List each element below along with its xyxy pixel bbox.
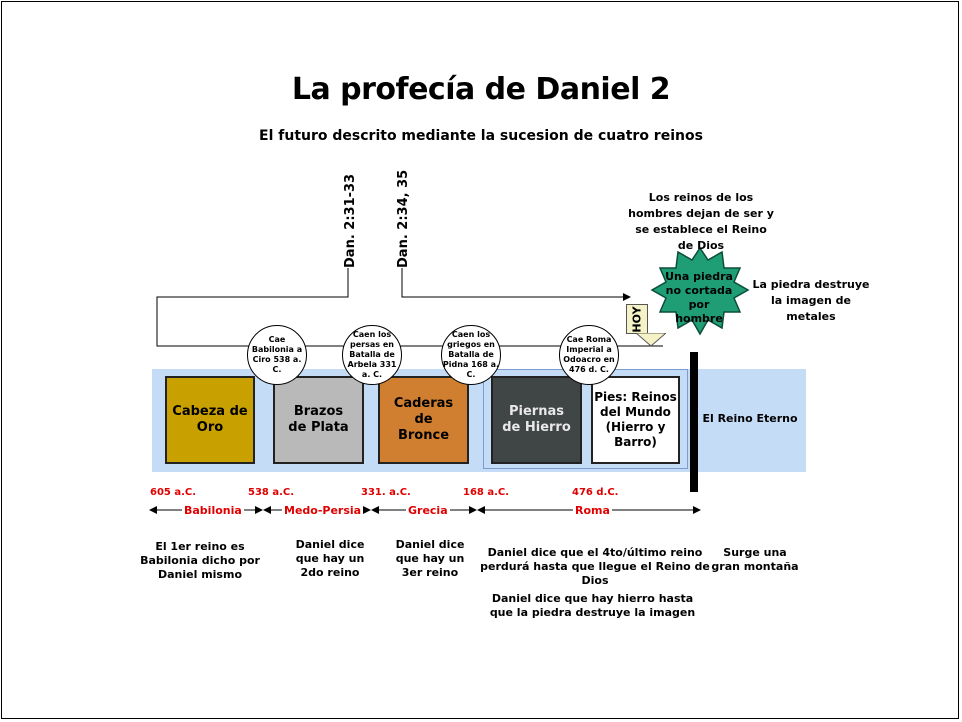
bracket-right-line	[401, 268, 631, 301]
metal-label: Pies: Reinos del Mundo (Hierro y Barro)	[594, 390, 677, 449]
note-medo-persia: Daniel dice que hay un 2do reino	[295, 538, 365, 579]
date-538: 538 a.C.	[248, 487, 295, 498]
today-marker: HOY	[626, 304, 648, 334]
note-rome-2: Daniel dice que hay hierro hasta que la …	[489, 592, 696, 619]
metal-iron-legs: Piernas de Hierro	[491, 376, 582, 464]
note-greece: Daniel dice que hay un 3er reino	[395, 538, 465, 579]
note-rome-1: Daniel dice que el 4to/último reino perd…	[480, 546, 710, 587]
metal-silver-arms: Brazos de Plata	[273, 376, 364, 464]
stone-starburst	[650, 246, 750, 336]
bubble-greece-falls: Caen los griegos en Batalla de Pidna 168…	[441, 325, 501, 385]
note-mountain: Surge una gran montaña	[711, 546, 799, 573]
stone-top-note: Los reinos de los hombres dejan de ser y…	[628, 191, 774, 252]
stone-impact-bar	[690, 352, 698, 492]
stone-label: Una piedra no cortada por hombre	[665, 270, 733, 325]
kingdom-grecia: Grecia	[406, 504, 450, 517]
metal-label: Brazos de Plata	[288, 404, 349, 435]
date-605: 605 a.C.	[150, 487, 197, 498]
bracket-left-line	[156, 268, 663, 347]
metal-label: Piernas de Hierro	[502, 404, 571, 435]
kingdom-roma: Roma	[573, 504, 612, 517]
metal-label: Caderas de Bronce	[393, 396, 454, 443]
kingdom-medo-persia: Medo-Persia	[282, 504, 364, 517]
bubble-persia-falls: Caen los persas en Batalla de Arbela 331…	[342, 325, 402, 385]
today-arrow-icon	[636, 333, 666, 347]
stone-right-note: La piedra destruye la imagen de metales	[752, 278, 870, 323]
metal-feet: Pies: Reinos del Mundo (Hierro y Barro)	[591, 376, 680, 464]
note-babylon: El 1er reino es Babilonia dicho por Dani…	[140, 540, 260, 581]
metal-gold-head: Cabeza de Oro	[165, 376, 255, 464]
page-title: La profecía de Daniel 2	[291, 72, 671, 107]
kingdom-babilonia: Babilonia	[182, 504, 244, 517]
bubble-babylon-falls: Cae Babilonia a Ciro 538 a. C.	[247, 325, 307, 385]
page-subtitle: El futuro descrito mediante la sucesion …	[259, 128, 703, 144]
eternal-kingdom-label: El Reino Eterno	[702, 412, 798, 425]
bubble-rome-falls: Cae Roma Imperial a Odoacro en 476 d. C.	[559, 325, 619, 385]
date-476: 476 d.C.	[572, 487, 619, 498]
date-331: 331. a.C.	[361, 487, 411, 498]
today-label: HOY	[630, 305, 644, 333]
date-168: 168 a.C.	[463, 487, 510, 498]
metal-bronze-hips: Caderas de Bronce	[378, 376, 469, 464]
